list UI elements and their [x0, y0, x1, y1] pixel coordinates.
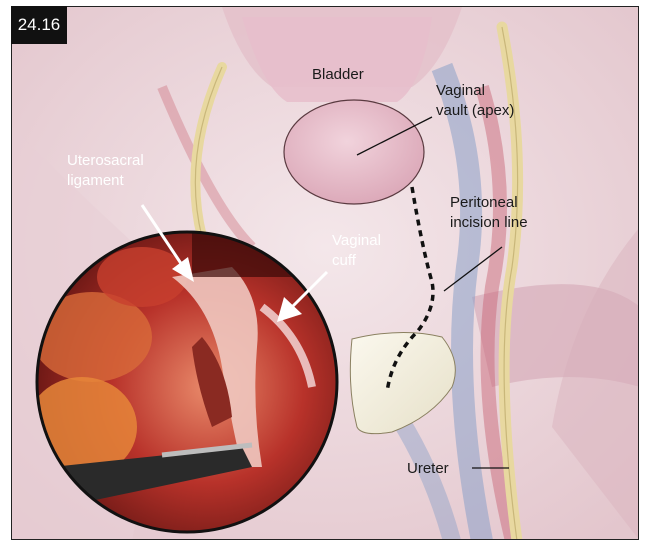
illustration-frame: Bladder Vaginal vault (apex) Peritoneal …	[11, 6, 639, 540]
label-uterosacral-2: ligament	[67, 172, 125, 189]
label-vault-2: vault (apex)	[436, 102, 514, 119]
label-peritoneal-1: Peritoneal	[450, 194, 518, 211]
label-cuff-2: cuff	[332, 252, 357, 269]
anatomy-illustration: Bladder Vaginal vault (apex) Peritoneal …	[12, 7, 639, 540]
vaginal-vault	[284, 100, 424, 204]
label-ureter: Ureter	[407, 460, 449, 477]
label-vault-1: Vaginal	[436, 82, 485, 99]
label-uterosacral-1: Uterosacral	[67, 152, 144, 169]
label-peritoneal-2: incision line	[450, 214, 528, 231]
label-cuff-1: Vaginal	[332, 232, 381, 249]
figure-number-badge: 24.16	[11, 6, 67, 44]
label-bladder: Bladder	[312, 66, 364, 83]
